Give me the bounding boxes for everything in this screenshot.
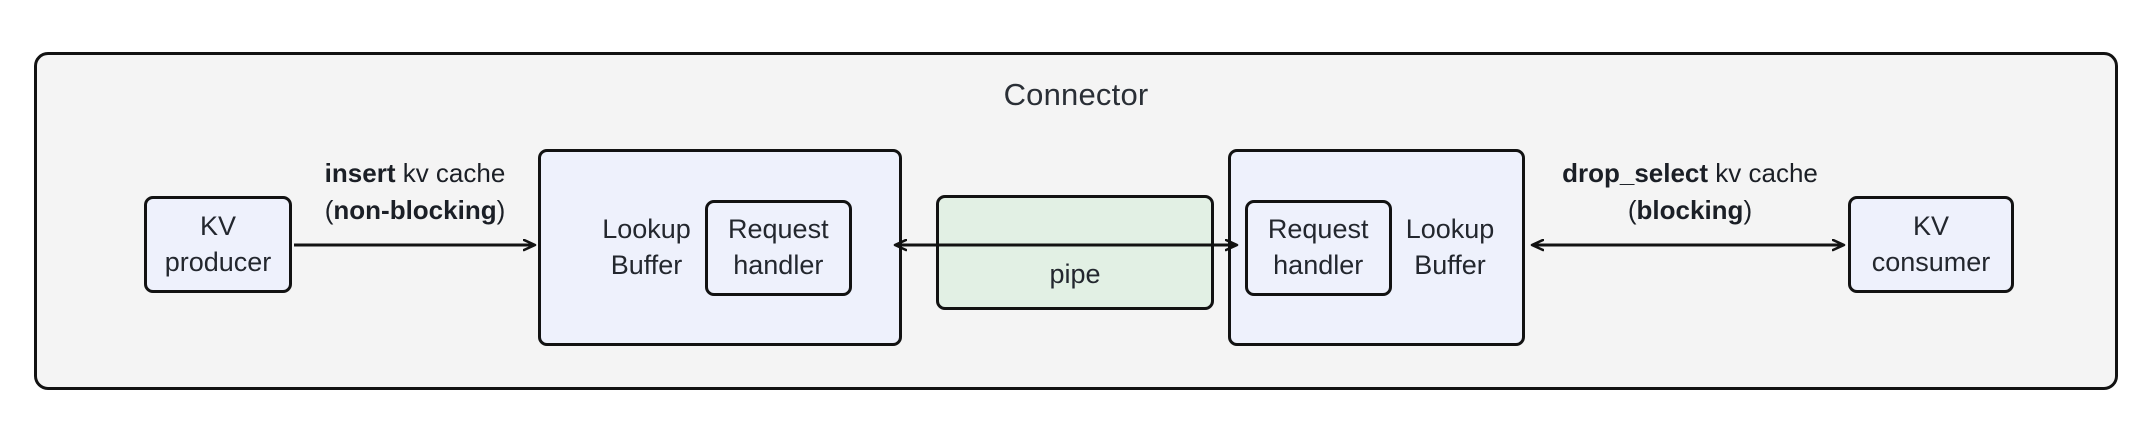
drop-select-edge-label-line2: (blocking) [1490, 192, 1890, 229]
blocking-keyword: blocking [1636, 194, 1744, 225]
lookup-buffer-right-node: Request handler Lookup Buffer [1228, 149, 1525, 346]
insert-paren-open: ( [324, 194, 334, 225]
kv-consumer-node: KV consumer [1848, 196, 2014, 293]
insert-keyword: insert [324, 158, 396, 188]
insert-kv-cache-text: kv cache [395, 158, 506, 188]
lookup-buffer-left-label: Lookup Buffer [602, 213, 691, 280]
insert-paren-close: ) [496, 194, 506, 225]
lookup-buffer-left-node: Lookup Buffer Request handler [538, 149, 902, 346]
lookup-buffer-right-label: Lookup Buffer [1405, 213, 1495, 280]
insert-edge-label-line1: insert kv cache [240, 155, 590, 192]
drop-select-edge-label: drop_select kv cache (blocking) [1490, 155, 1890, 229]
drop-select-paren-close: ) [1743, 194, 1753, 225]
insert-edge-label-line2: (non-blocking) [240, 192, 590, 229]
request-handler-right-node: Request handler [1244, 199, 1392, 296]
kv-producer-node: KV producer [144, 196, 292, 293]
request-handler-left-node: Request handler [704, 199, 852, 296]
non-blocking-keyword: non-blocking [333, 194, 497, 225]
insert-edge-label: insert kv cache (non-blocking) [240, 155, 590, 229]
drop-select-keyword: drop_select [1562, 158, 1709, 188]
pipe-node: pipe [936, 195, 1214, 310]
drop-select-kv-cache-text: kv cache [1708, 158, 1818, 188]
connector-title: Connector [1003, 77, 1149, 112]
drop-select-edge-label-line1: drop_select kv cache [1490, 155, 1890, 192]
drop-select-paren-open: ( [1627, 194, 1637, 225]
